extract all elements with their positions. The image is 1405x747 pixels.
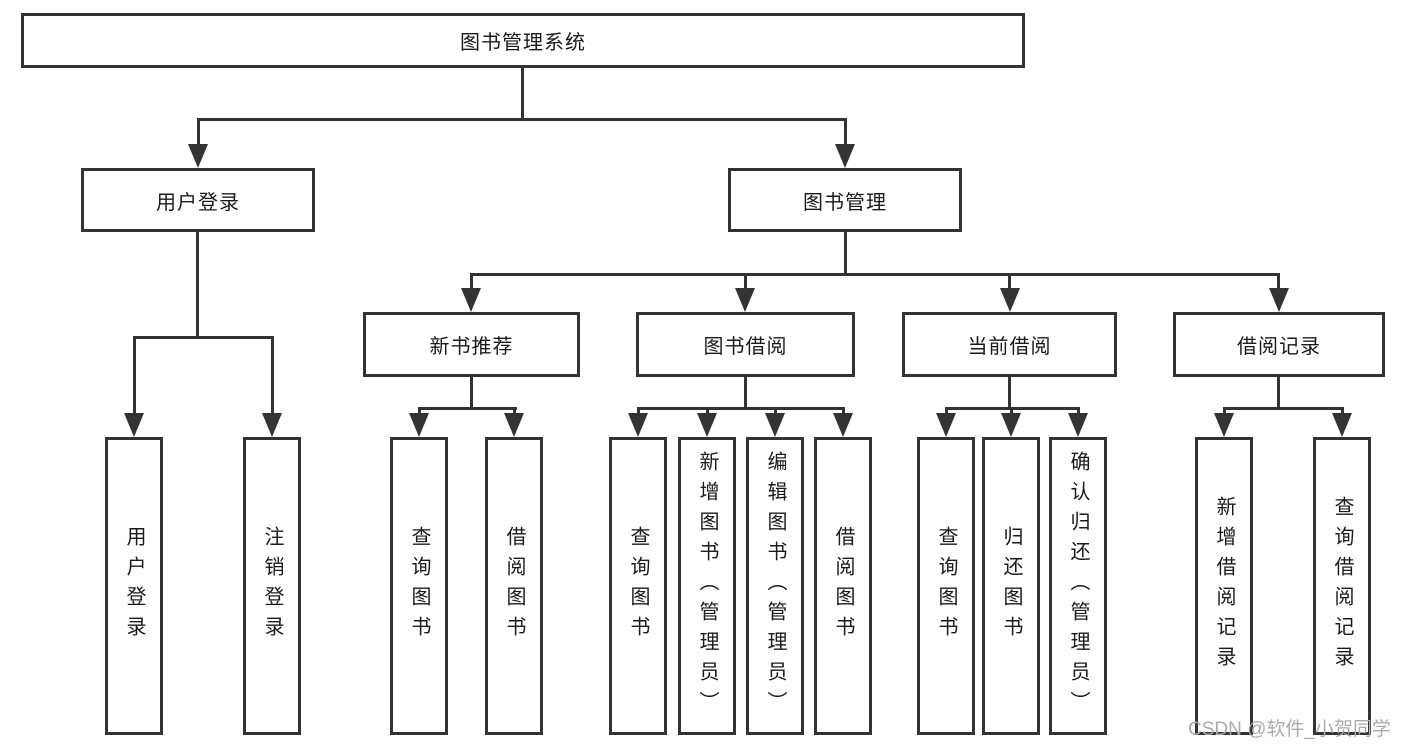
node-leaf-edit-books-admin-label: 编辑图书（管理员） <box>764 451 786 721</box>
connector-vline <box>521 68 524 118</box>
node-new-book-recommend: 新书推荐 <box>363 312 580 377</box>
connector-vline <box>1277 377 1280 407</box>
node-current-borrow-label: 当前借阅 <box>967 336 1052 358</box>
connector-vline <box>744 377 747 407</box>
node-leaf-query-books-1-label: 查询图书 <box>408 526 430 646</box>
node-leaf-query-books-2-label: 查询图书 <box>627 526 649 646</box>
connector-vline <box>945 407 948 416</box>
node-leaf-borrow-books-2-label: 借阅图书 <box>832 526 854 646</box>
node-user-login-label: 用户登录 <box>156 191 240 214</box>
node-book-management: 图书管理 <box>728 168 962 232</box>
node-library-system: 图书管理系统 <box>21 13 1025 68</box>
arrow-down-icon <box>188 144 208 168</box>
connector-vline <box>706 407 709 416</box>
connector-vline <box>844 232 847 273</box>
connector-vline <box>197 118 200 148</box>
connector-vline <box>1010 407 1013 416</box>
node-new-book-recommend-label: 新书推荐 <box>429 336 514 358</box>
connector-hline <box>1223 407 1344 410</box>
connector-vline <box>1008 273 1011 291</box>
connector-vline <box>133 336 136 415</box>
connector-vline <box>513 407 516 416</box>
arrow-down-icon <box>1269 288 1289 312</box>
arrow-down-icon <box>124 413 144 437</box>
connector-vline <box>271 336 274 415</box>
connector-vline <box>744 273 747 291</box>
node-leaf-query-borrow-record: 查询借阅记录 <box>1313 437 1371 735</box>
node-book-borrow-label: 图书借阅 <box>703 336 788 358</box>
arrow-down-icon <box>1000 288 1020 312</box>
node-leaf-add-books-admin: 新增图书（管理员） <box>678 437 736 735</box>
node-leaf-query-borrow-record-label: 查询借阅记录 <box>1331 496 1353 676</box>
node-leaf-borrow-books-1: 借阅图书 <box>485 437 543 735</box>
node-leaf-edit-books-admin: 编辑图书（管理员） <box>746 437 804 735</box>
watermark: CSDN @软件_小贺同学 <box>1188 719 1391 740</box>
connector-vline <box>844 118 847 148</box>
connector-vline <box>774 407 777 416</box>
node-leaf-return-books-label: 归还图书 <box>1000 526 1022 646</box>
node-leaf-user-login: 用户登录 <box>105 437 163 735</box>
node-leaf-query-books-2: 查询图书 <box>609 437 667 735</box>
node-leaf-query-books-1: 查询图书 <box>390 437 448 735</box>
connector-vline <box>1008 377 1011 407</box>
connector-vline <box>1277 273 1280 291</box>
connector-hline <box>418 407 517 410</box>
arrow-down-icon <box>409 413 429 437</box>
arrow-down-icon <box>461 288 481 312</box>
arrow-down-icon <box>628 413 648 437</box>
node-leaf-query-books-3: 查询图书 <box>917 437 975 735</box>
node-leaf-add-books-admin-label: 新增图书（管理员） <box>696 451 718 721</box>
node-leaf-logout: 注销登录 <box>243 437 301 735</box>
arrow-down-icon <box>1001 413 1021 437</box>
node-leaf-add-borrow-record: 新增借阅记录 <box>1195 437 1253 735</box>
arrow-down-icon <box>765 413 785 437</box>
node-leaf-borrow-books-2: 借阅图书 <box>814 437 872 735</box>
arrow-down-icon <box>697 413 717 437</box>
node-library-system-label: 图书管理系统 <box>460 32 586 54</box>
connector-hline <box>470 273 1280 276</box>
node-leaf-add-borrow-record-label: 新增借阅记录 <box>1213 496 1235 676</box>
node-borrow-records: 借阅记录 <box>1173 312 1385 377</box>
node-leaf-confirm-return-admin: 确认归还（管理员） <box>1049 437 1107 735</box>
node-borrow-records-label: 借阅记录 <box>1237 336 1321 358</box>
node-current-borrow: 当前借阅 <box>902 312 1117 377</box>
connector-vline <box>1341 407 1344 416</box>
connector-hline <box>197 118 847 121</box>
node-book-management-label: 图书管理 <box>803 191 887 214</box>
node-leaf-logout-label: 注销登录 <box>261 526 283 646</box>
node-leaf-return-books: 归还图书 <box>982 437 1040 735</box>
arrow-down-icon <box>1332 413 1352 437</box>
arrow-down-icon <box>262 413 282 437</box>
connector-vline <box>637 407 640 416</box>
arrow-down-icon <box>504 413 524 437</box>
arrow-down-icon <box>1068 413 1088 437</box>
connector-vline <box>418 407 421 416</box>
node-leaf-query-books-3-label: 查询图书 <box>935 526 957 646</box>
connector-vline <box>842 407 845 416</box>
node-leaf-borrow-books-1-label: 借阅图书 <box>503 526 525 646</box>
node-leaf-confirm-return-admin-label: 确认归还（管理员） <box>1067 451 1089 721</box>
node-book-borrow: 图书借阅 <box>636 312 855 377</box>
node-leaf-user-login-label: 用户登录 <box>123 526 145 646</box>
arrow-down-icon <box>735 288 755 312</box>
arrow-down-icon <box>835 144 855 168</box>
arrow-down-icon <box>936 413 956 437</box>
node-user-login: 用户登录 <box>81 168 315 232</box>
arrow-down-icon <box>833 413 853 437</box>
connector-vline <box>1077 407 1080 416</box>
arrow-down-icon <box>1214 413 1234 437</box>
connector-hline <box>133 336 274 339</box>
connector-hline <box>637 407 845 410</box>
connector-vline <box>470 377 473 407</box>
connector-vline <box>196 232 199 336</box>
connector-vline <box>470 273 473 291</box>
connector-vline <box>1223 407 1226 416</box>
